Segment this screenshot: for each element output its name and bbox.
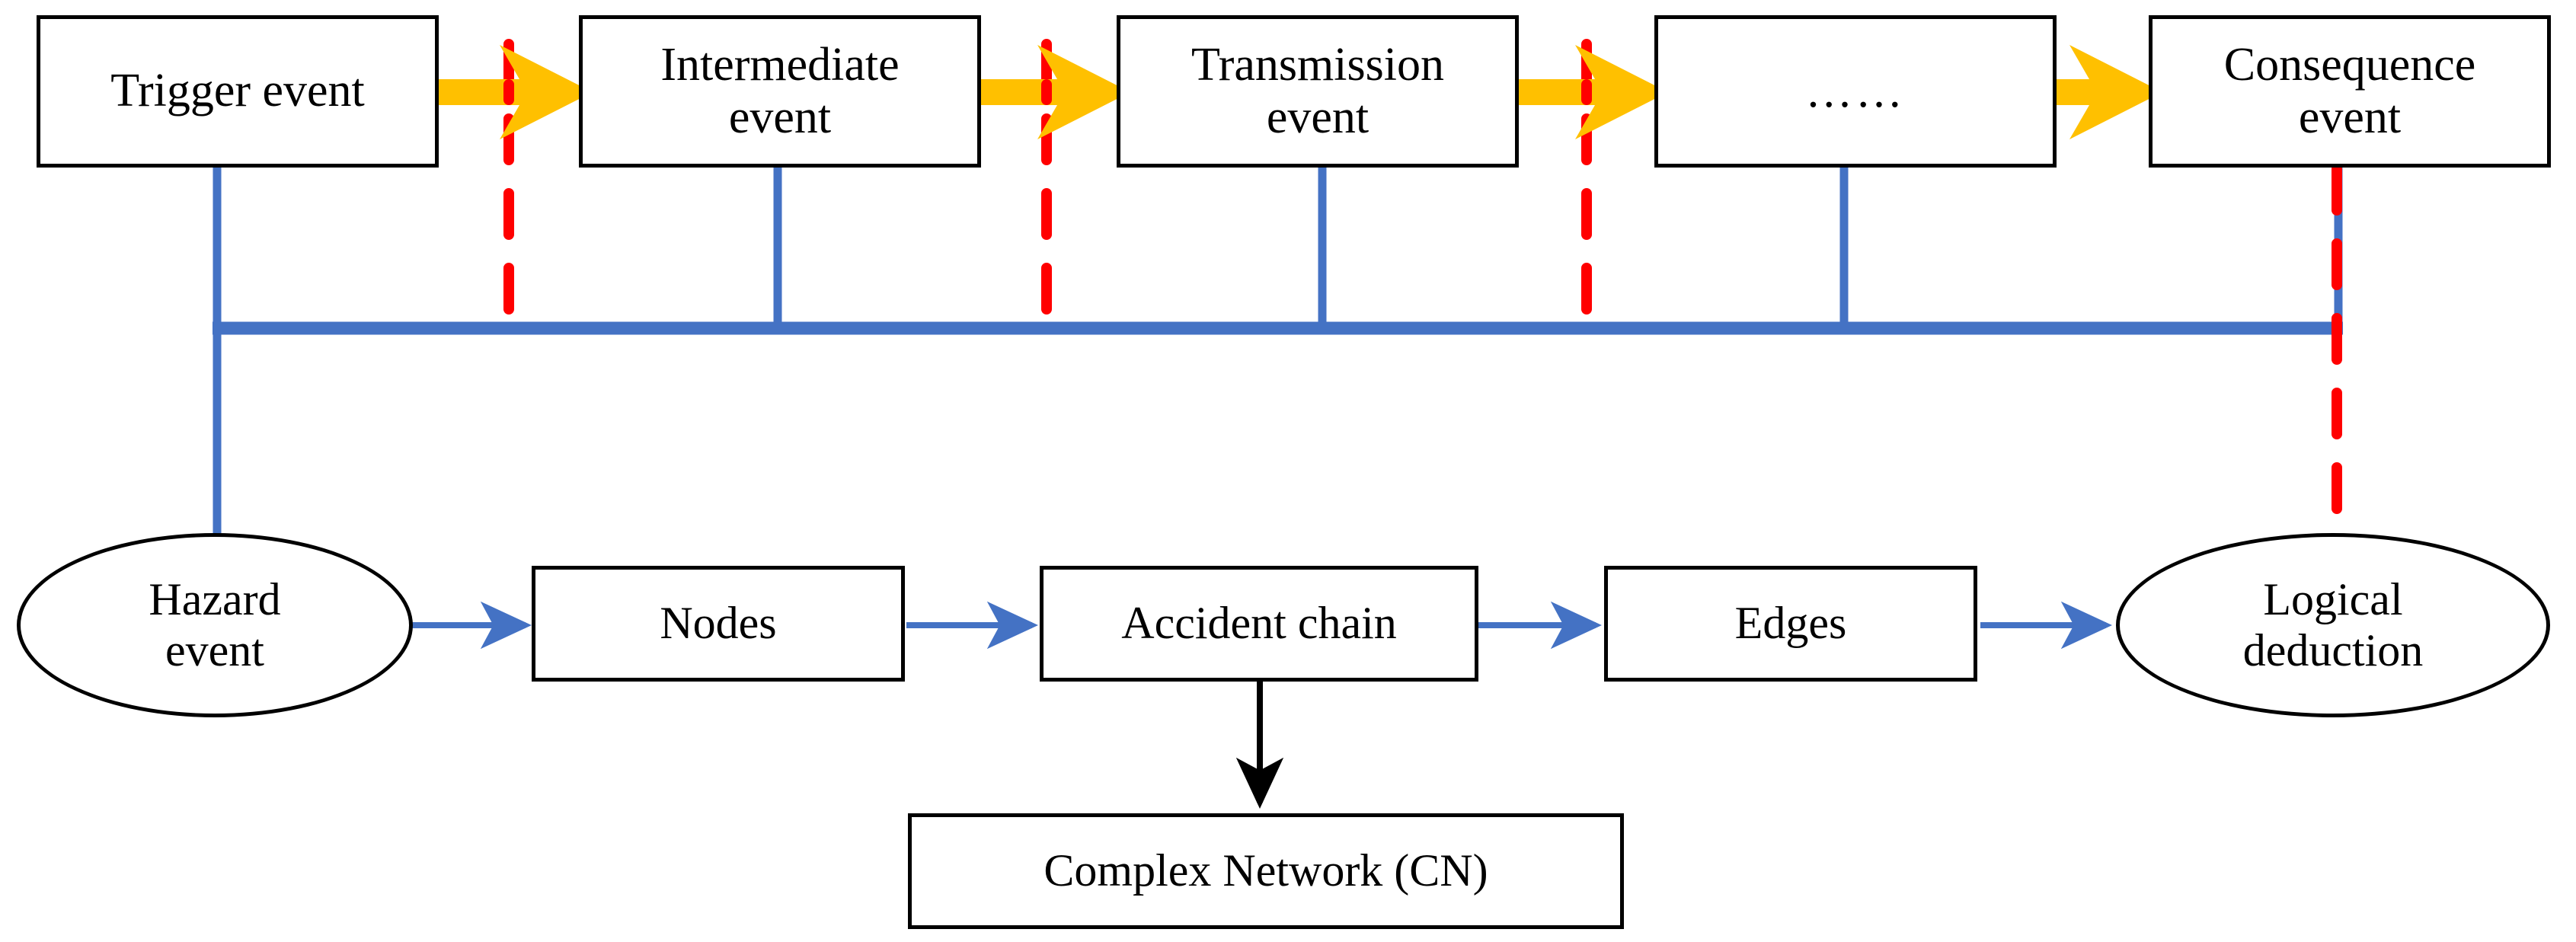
red-dash-dot-3 [1581, 79, 1592, 105]
node-trigger-event-label: Trigger event [110, 65, 365, 117]
node-nodes-label: Nodes [660, 598, 777, 649]
node-ellipsis-event[interactable]: …… [1654, 15, 2057, 168]
node-consequence-event-label: Consequence event [2223, 38, 2476, 143]
node-accident-chain-label: Accident chain [1121, 598, 1397, 649]
node-trigger-event[interactable]: Trigger event [37, 15, 439, 168]
red-dash-dot-1 [503, 79, 514, 105]
node-accident-chain[interactable]: Accident chain [1040, 566, 1478, 682]
red-dash-overlay-dots [503, 79, 1592, 105]
node-logical-deduction-label: Logical deduction [2242, 573, 2424, 675]
red-dashed-lines [503, 39, 2342, 584]
node-hazard-event-label: Hazard event [149, 573, 281, 675]
blue-drop-lines [213, 166, 2343, 332]
node-consequence-event[interactable]: Consequence event [2149, 15, 2551, 168]
node-logical-deduction[interactable]: Logical deduction [2116, 533, 2550, 717]
node-complex-network-label: Complex Network (CN) [1044, 845, 1488, 896]
node-complex-network[interactable]: Complex Network (CN) [908, 813, 1624, 929]
yellow-arrow-4 [2002, 45, 2162, 139]
node-transmission-event[interactable]: Transmission event [1117, 15, 1519, 168]
node-nodes[interactable]: Nodes [532, 566, 905, 682]
node-hazard-event[interactable]: Hazard event [17, 533, 413, 717]
red-dash-dot-2 [1041, 79, 1052, 105]
node-intermediate-event[interactable]: Intermediate event [579, 15, 981, 168]
node-intermediate-event-label: Intermediate event [660, 38, 900, 143]
node-edges-label: Edges [1734, 598, 1847, 649]
node-edges[interactable]: Edges [1604, 566, 1977, 682]
node-ellipsis-event-label: …… [1805, 65, 1906, 117]
node-transmission-event-label: Transmission event [1191, 38, 1444, 143]
